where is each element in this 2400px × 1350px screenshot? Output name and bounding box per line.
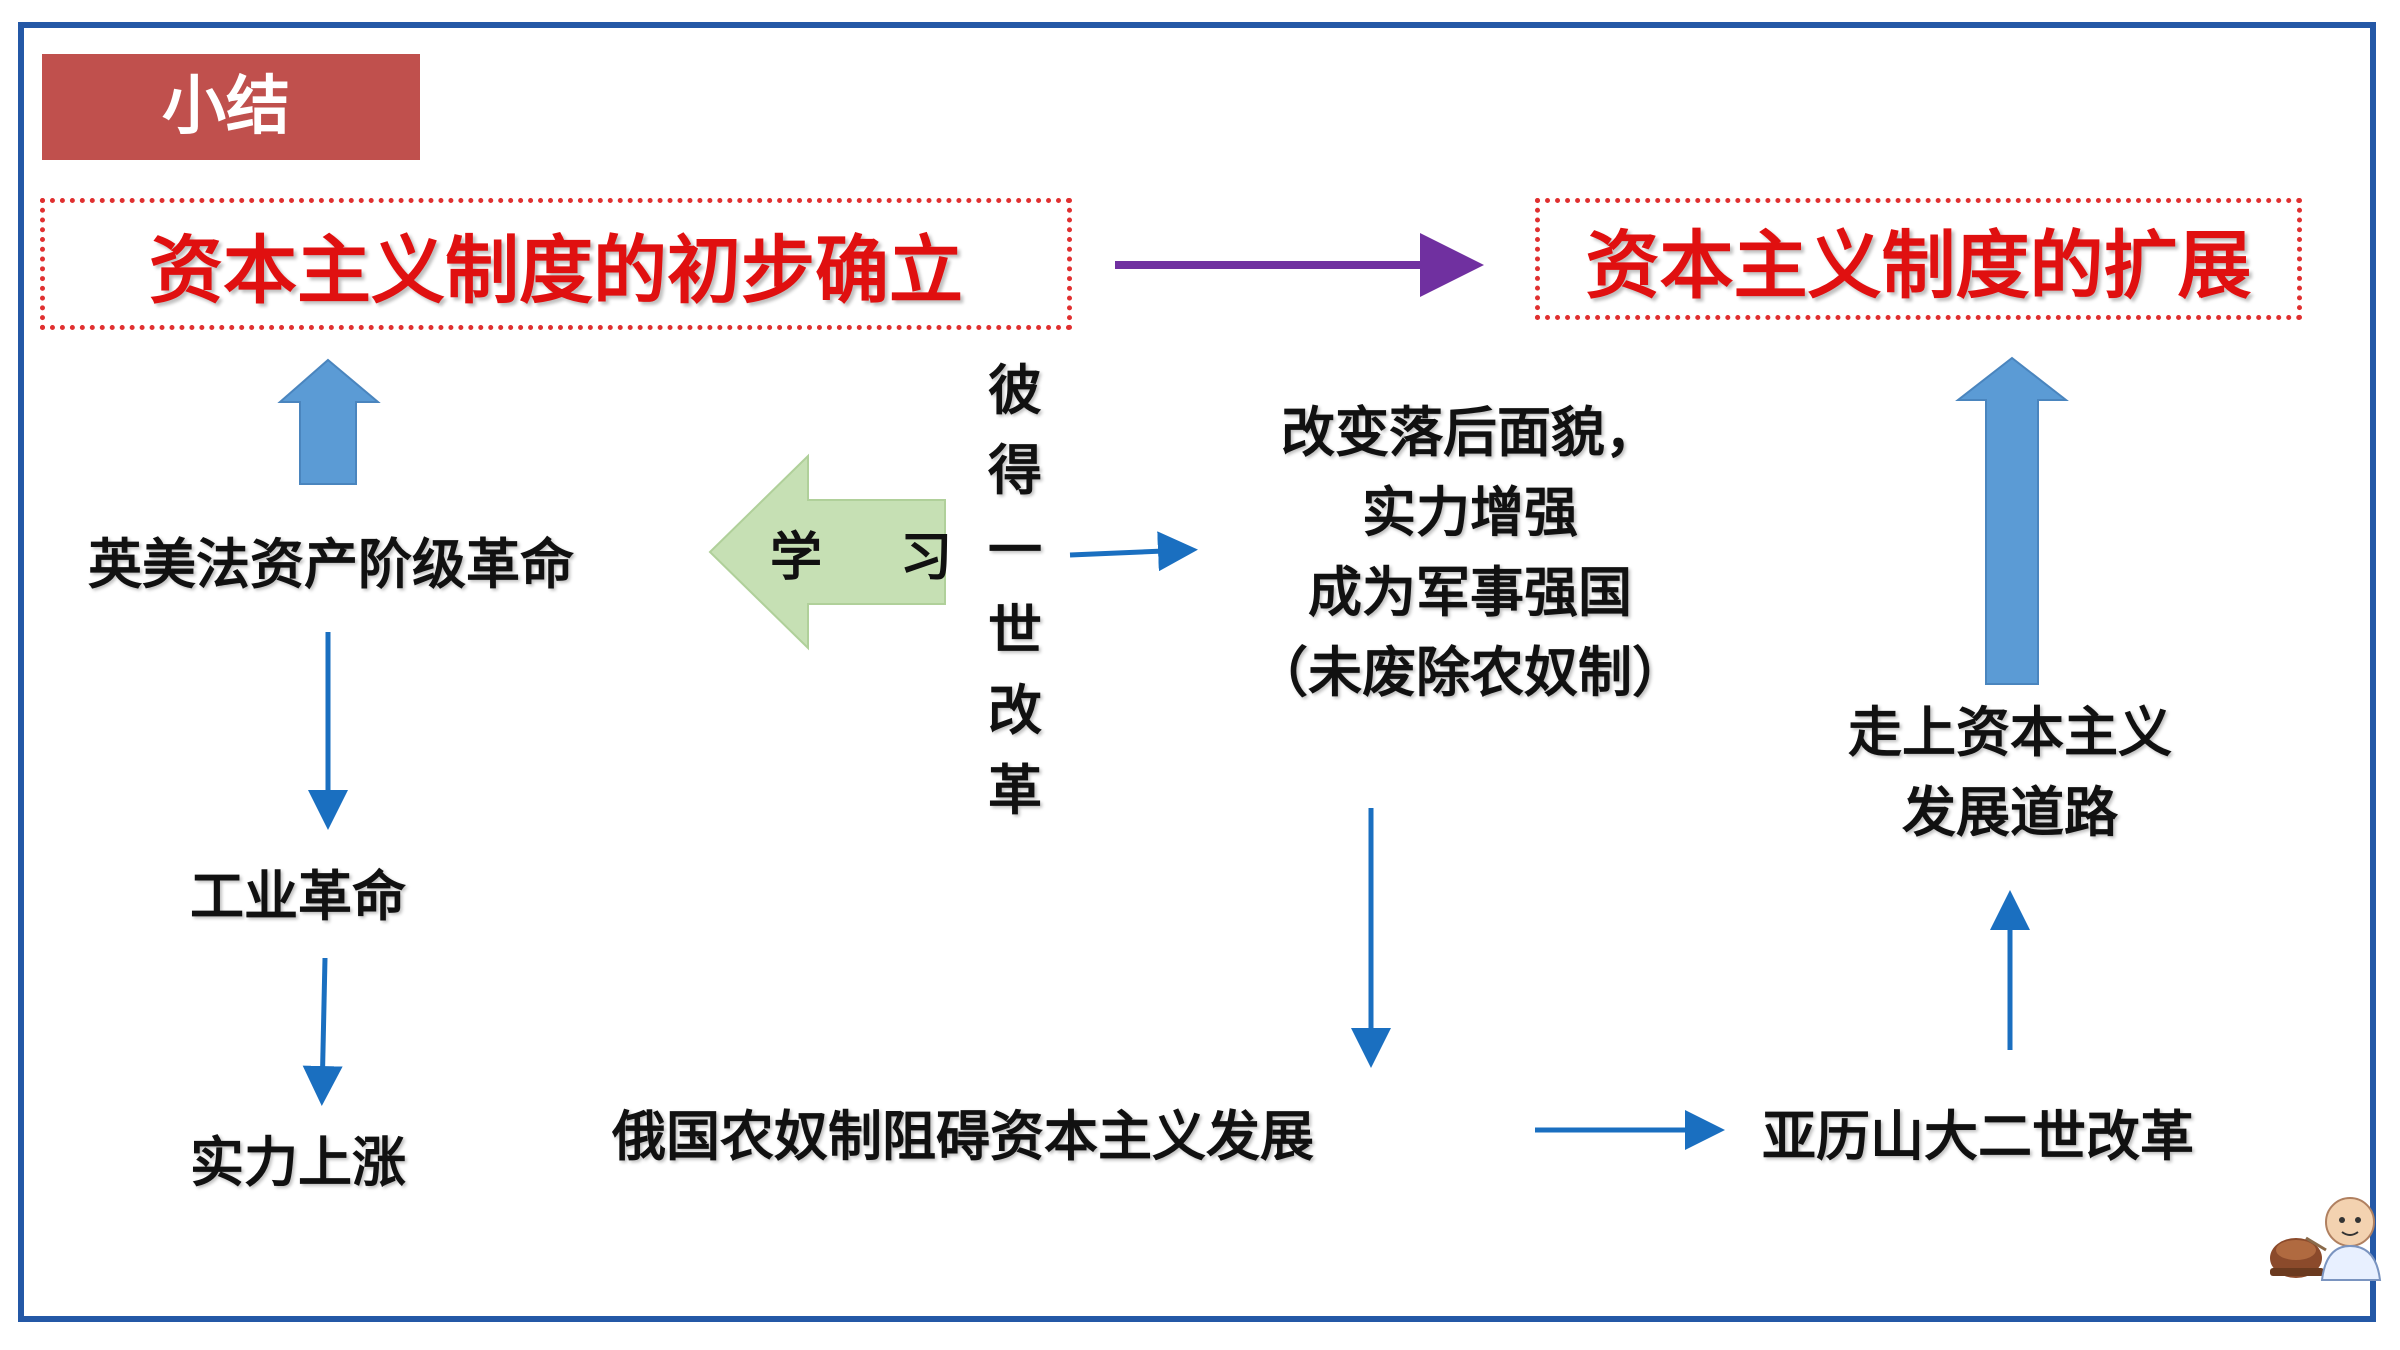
arrow-industrial-to-strength bbox=[302, 957, 343, 1106]
learn-arrow bbox=[708, 453, 946, 651]
label-bourgeois-revolution: 英美法资产阶级革命 bbox=[88, 532, 574, 596]
block-arrow-up-left bbox=[277, 358, 381, 485]
peter-char: 得 bbox=[988, 438, 1042, 502]
label-industrial-revolution: 工业革命 bbox=[190, 864, 406, 928]
label-strength-rise: 实力上涨 bbox=[190, 1130, 406, 1194]
peter-char: 世 bbox=[988, 598, 1042, 662]
slide-frame bbox=[18, 22, 2376, 1322]
peter-effects: 改变落后面貌， 实力增强 成为军事强国 （未废除农奴制） bbox=[1210, 392, 1730, 712]
peter-char: 一 bbox=[988, 518, 1042, 582]
peter-char: 改 bbox=[988, 678, 1042, 742]
peter-char: 彼 bbox=[988, 358, 1042, 422]
path-line: 发展道路 bbox=[1902, 780, 2118, 844]
title-expansion: 资本主义制度的扩展 bbox=[1535, 198, 2302, 320]
effect-line: （未废除农奴制） bbox=[1254, 640, 1686, 704]
peter-char: 革 bbox=[988, 758, 1042, 822]
label-serfdom-obstacle: 俄国农奴制阻碍资本主义发展 bbox=[612, 1104, 1314, 1168]
capitalist-path: 走上资本主义 发展道路 bbox=[1790, 692, 2230, 852]
monk-mascot-icon bbox=[2270, 1197, 2382, 1281]
path-line: 走上资本主义 bbox=[1848, 700, 2172, 764]
label-alexander-reform: 亚历山大二世改革 bbox=[1762, 1104, 2194, 1168]
summary-tag: 小结 bbox=[42, 54, 420, 160]
effect-line: 成为军事强国 bbox=[1308, 560, 1632, 624]
peter-reform-vertical: 彼 得 一 世 改 革 bbox=[978, 350, 1052, 830]
effect-line: 改变落后面貌， bbox=[1281, 400, 1659, 464]
block-arrow-up-right bbox=[1955, 356, 2069, 685]
learn-label: 学 习 bbox=[770, 527, 983, 588]
title-initial-establishment: 资本主义制度的初步确立 bbox=[40, 198, 1072, 330]
arrow-peter-to-effects bbox=[1069, 531, 1198, 572]
effect-line: 实力增强 bbox=[1362, 480, 1578, 544]
